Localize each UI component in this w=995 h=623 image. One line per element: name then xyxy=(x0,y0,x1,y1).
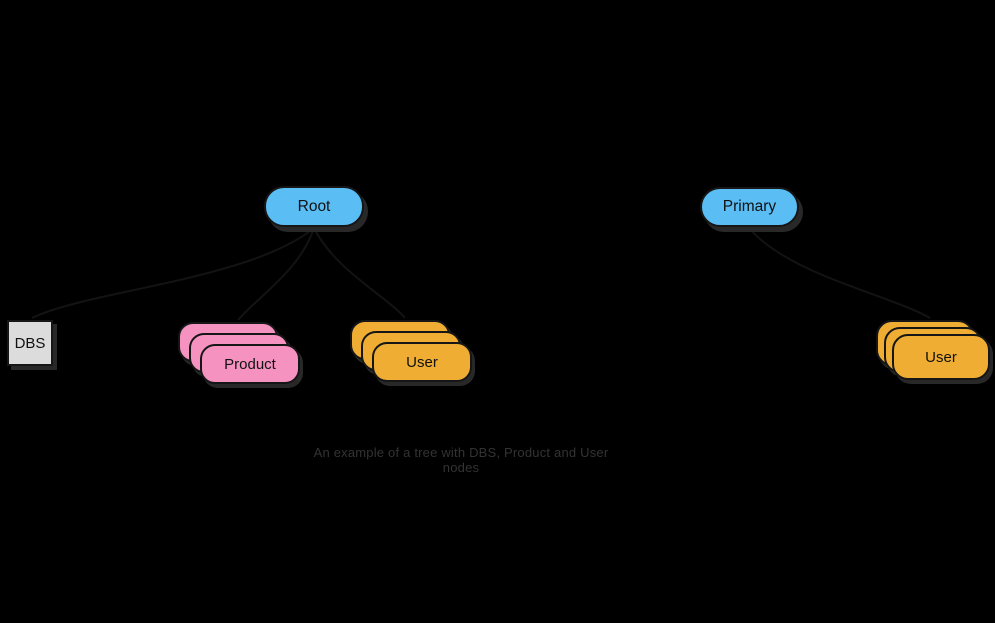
user-right-stack-layer-front: User xyxy=(892,334,990,380)
node-primary-label: Primary xyxy=(722,198,777,215)
edge-root-user xyxy=(313,227,406,319)
diagram-caption: An example of a tree with DBS, Product a… xyxy=(313,445,609,475)
edge-primary-user xyxy=(749,228,931,319)
edge-root-product xyxy=(237,227,315,321)
product-stack-layer-front: Product xyxy=(200,344,300,384)
node-product-label: Product xyxy=(224,355,276,373)
node-product-stack: Product xyxy=(178,322,308,392)
node-root-label: Root xyxy=(297,197,331,215)
node-user-right-stack: User xyxy=(876,320,995,385)
user-stack-layer-front: User xyxy=(372,342,472,382)
node-user-stack: User xyxy=(350,320,480,390)
node-dbs: DBS xyxy=(7,320,53,366)
edge-root-dbs xyxy=(31,227,315,319)
node-dbs-label: DBS xyxy=(14,334,46,352)
node-primary: Primary xyxy=(700,187,799,227)
node-user-right-label: User xyxy=(925,348,957,366)
node-root: Root xyxy=(264,186,364,227)
node-user-label: User xyxy=(406,353,438,371)
